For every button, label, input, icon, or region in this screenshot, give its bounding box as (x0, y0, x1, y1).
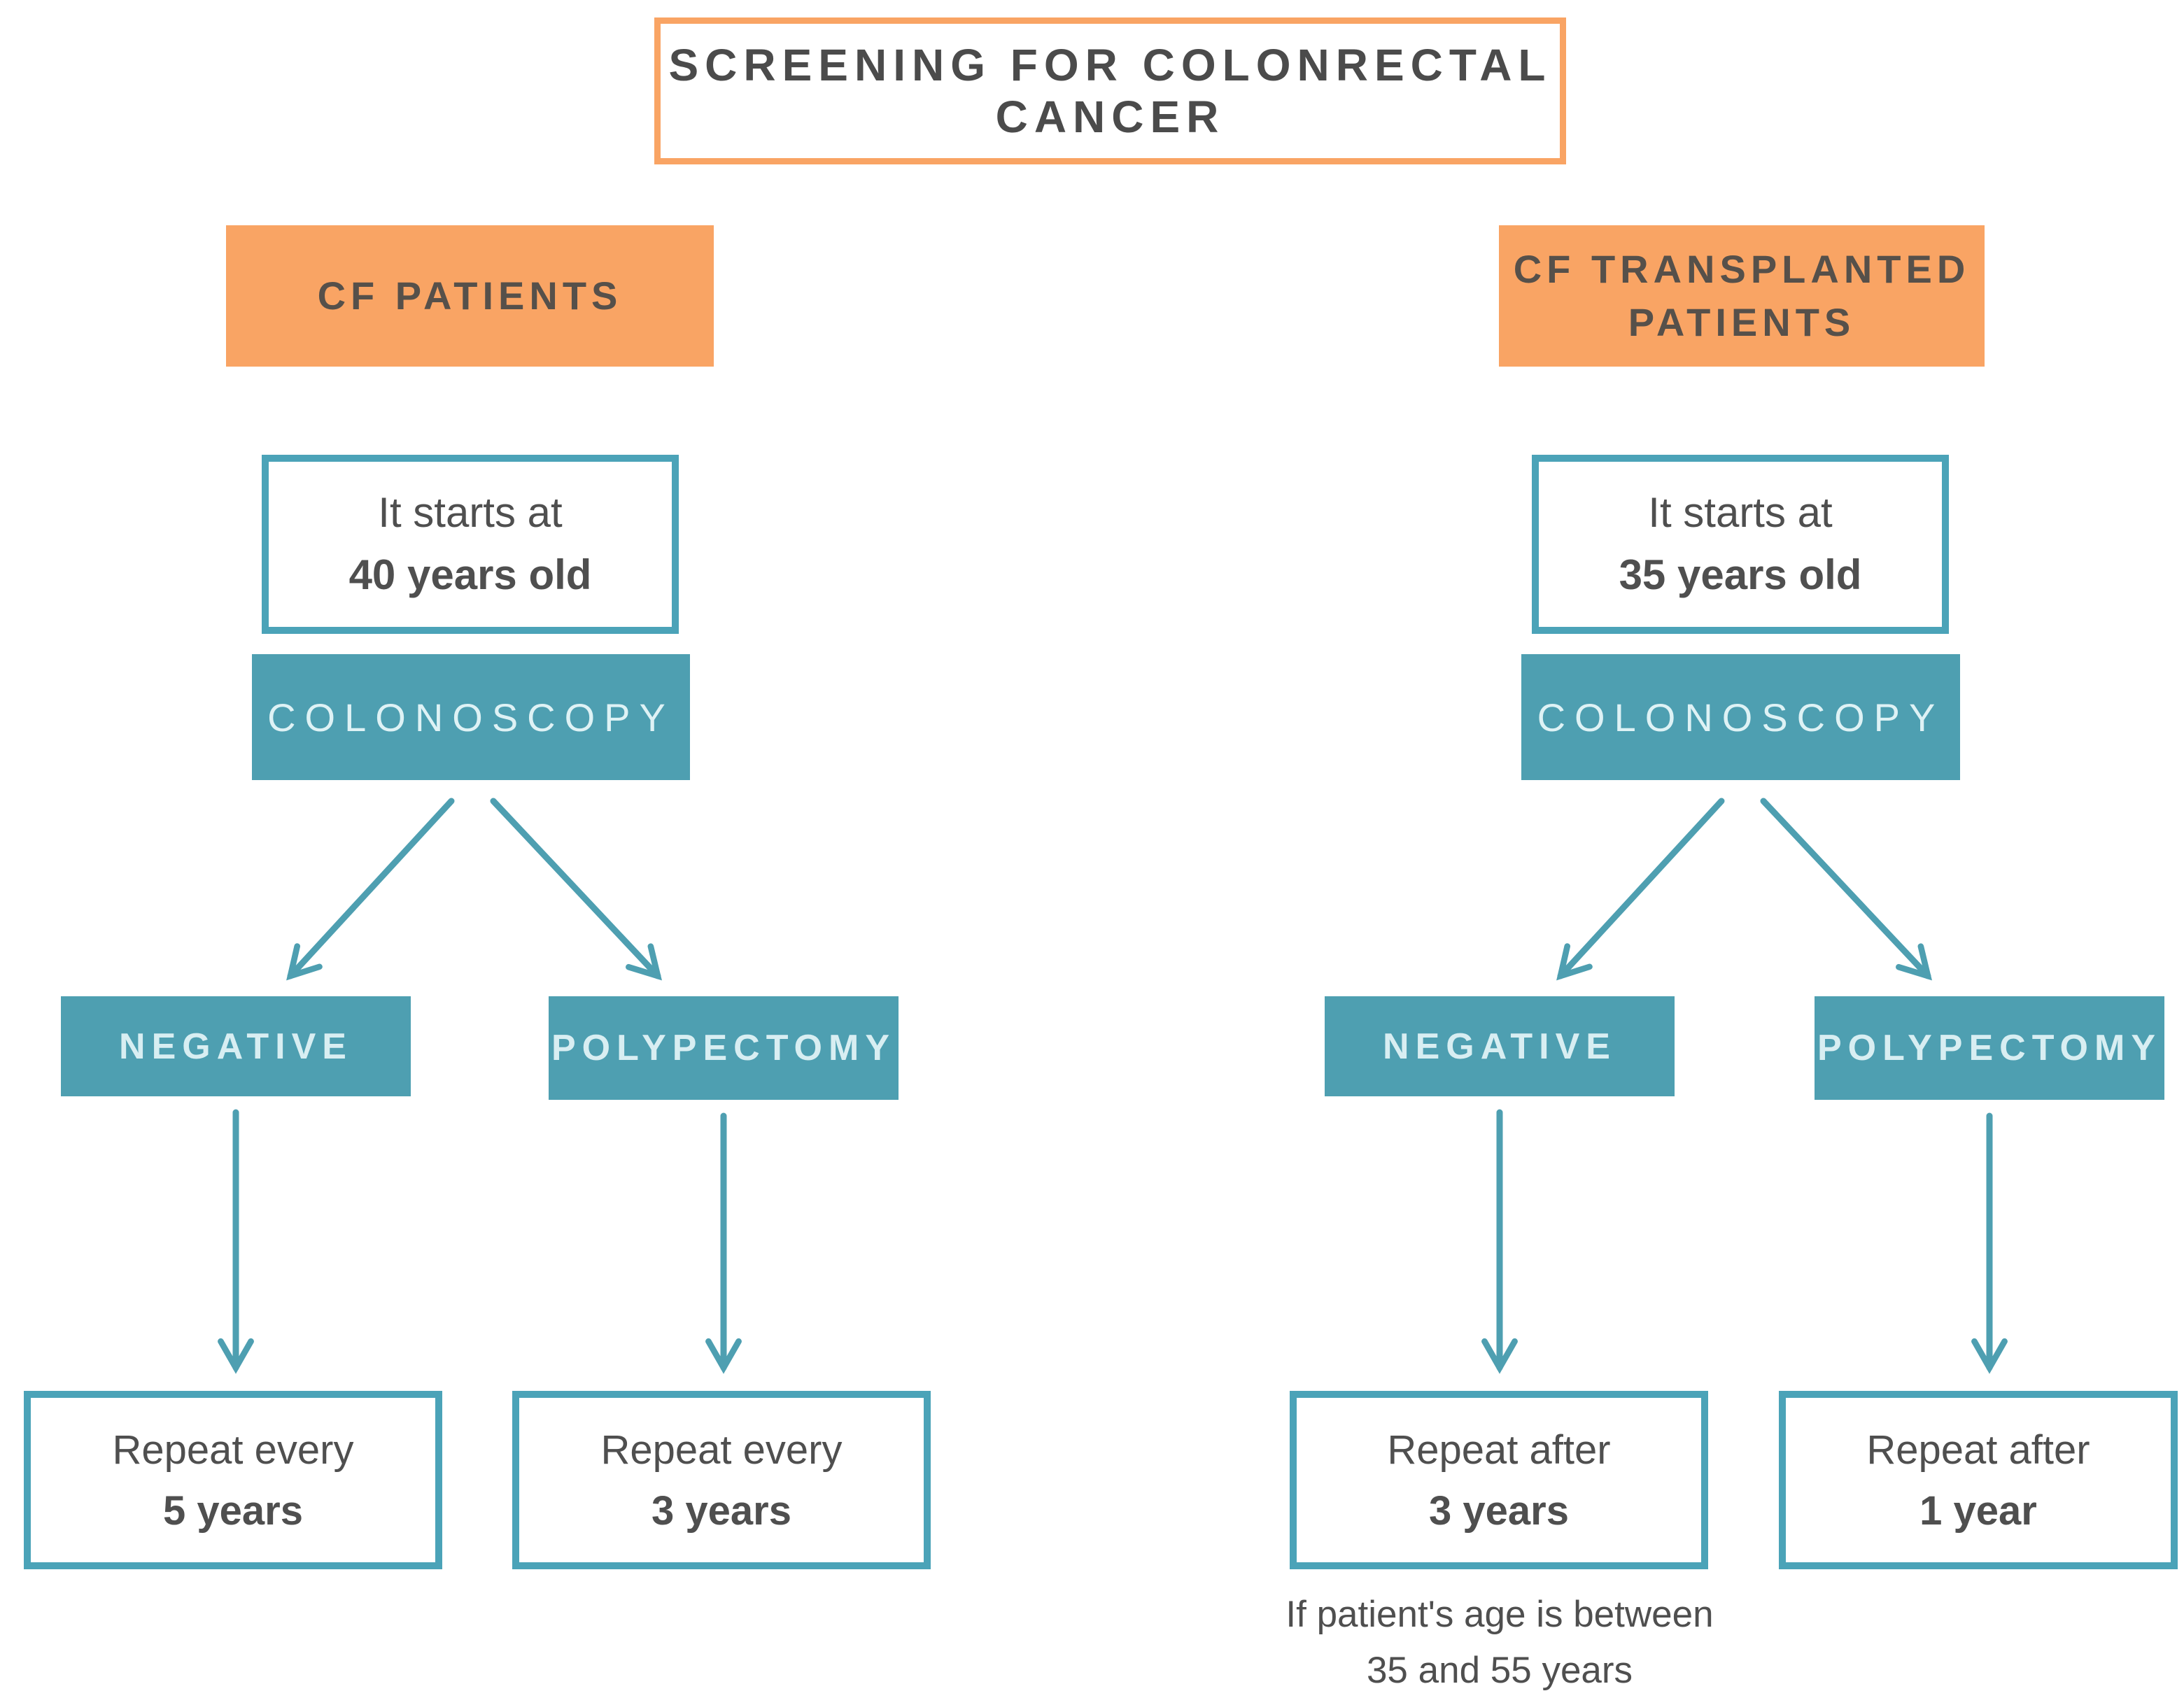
header-cf-patients: CF PATIENTS (226, 225, 714, 367)
result-line2: 1 year (1919, 1480, 2037, 1541)
title-box: SCREENING FOR COLONRECTAL CANCER (654, 17, 1566, 164)
start-age-line2: 35 years old (1619, 544, 1862, 607)
procedure-colonoscopy-cf: COLONOSCOPY (252, 654, 690, 780)
start-age-line2: 40 years old (349, 544, 592, 607)
start-age-line1: It starts at (378, 482, 562, 544)
result-negative-transplanted: Repeat after 3 years (1290, 1391, 1708, 1569)
start-age-box-cf: It starts at 40 years old (262, 455, 679, 634)
outcome-negative-cf: NEGATIVE (61, 996, 411, 1096)
age-range-footnote: If patient's age is between 35 and 55 ye… (1255, 1587, 1745, 1698)
procedure-colonoscopy-transplanted: COLONOSCOPY (1521, 654, 1960, 780)
outcome-polypectomy-cf: POLYPECTOMY (549, 996, 899, 1100)
arrow-left-colonoscopy-to-polypectomy (493, 801, 658, 976)
result-polypectomy-cf: Repeat every 3 years (512, 1391, 931, 1569)
arrow-left-colonoscopy-to-negative (290, 801, 451, 976)
result-line2: 3 years (651, 1480, 791, 1541)
footnote-line2: 35 and 55 years (1255, 1643, 1745, 1698)
result-line2: 3 years (1429, 1480, 1569, 1541)
arrow-right-colonoscopy-to-polypectomy (1763, 801, 1928, 976)
start-age-box-transplanted: It starts at 35 years old (1532, 455, 1949, 634)
footnote-line1: If patient's age is between (1255, 1587, 1745, 1643)
result-line1: Repeat after (1866, 1420, 2090, 1480)
header-cf-transplanted: CF TRANSPLANTED PATIENTS (1499, 225, 1985, 367)
result-negative-cf: Repeat every 5 years (24, 1391, 442, 1569)
result-line1: Repeat every (601, 1420, 843, 1480)
result-line1: Repeat after (1387, 1420, 1610, 1480)
result-line1: Repeat every (113, 1420, 354, 1480)
start-age-line1: It starts at (1648, 482, 1832, 544)
result-polypectomy-transplanted: Repeat after 1 year (1779, 1391, 2178, 1569)
outcome-polypectomy-transplanted: POLYPECTOMY (1815, 996, 2164, 1100)
page-title: SCREENING FOR COLONRECTAL CANCER (661, 39, 1560, 143)
arrow-right-colonoscopy-to-negative (1560, 801, 1721, 976)
result-line2: 5 years (163, 1480, 303, 1541)
outcome-negative-transplanted: NEGATIVE (1325, 996, 1675, 1096)
